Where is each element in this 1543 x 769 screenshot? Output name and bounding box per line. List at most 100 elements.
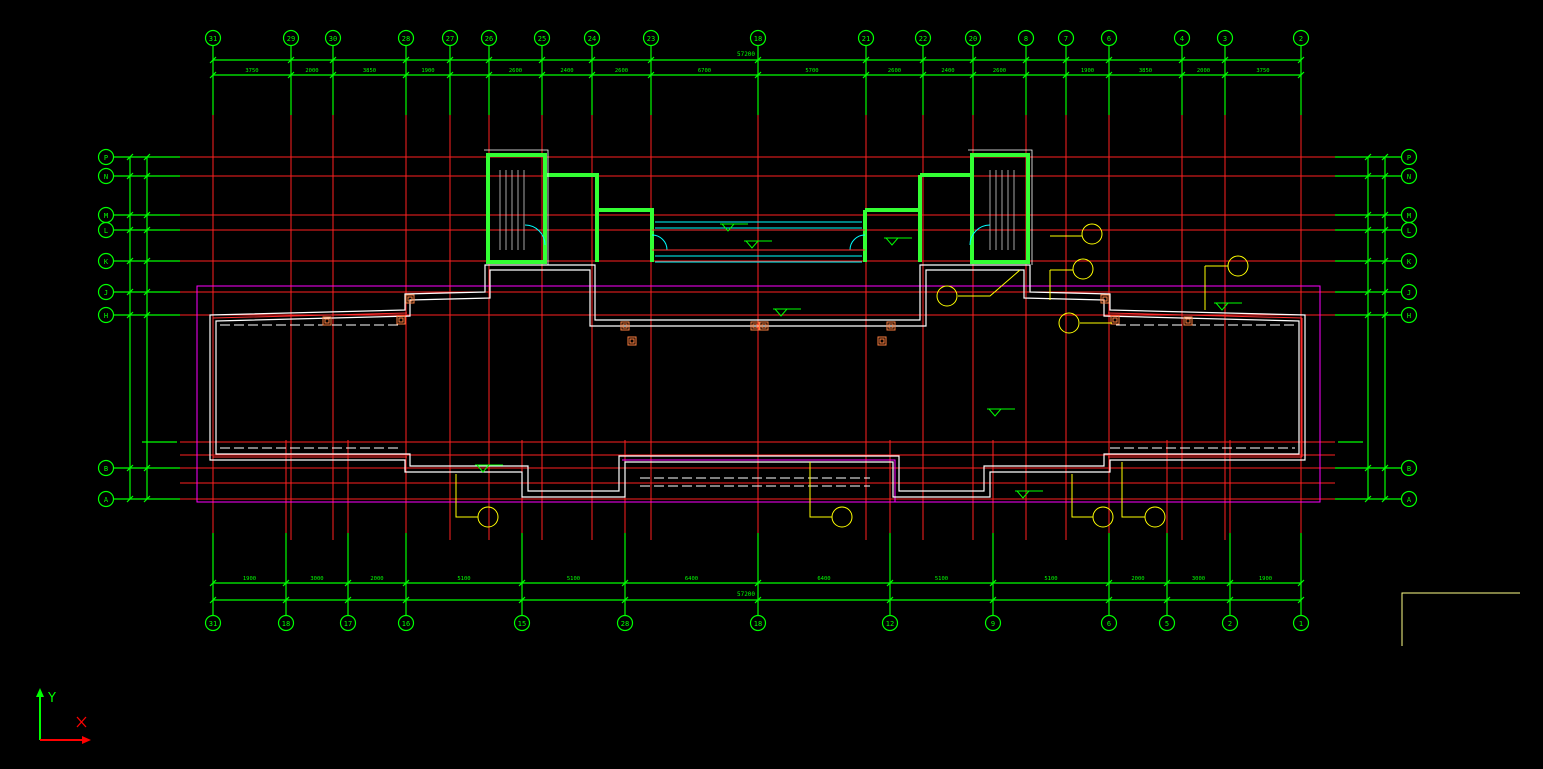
svg-text:8: 8 bbox=[1024, 35, 1028, 43]
top-dim-text: 3750 bbox=[1256, 68, 1269, 74]
axis-bubble-left: J bbox=[97, 283, 115, 301]
svg-text:18: 18 bbox=[754, 620, 762, 628]
corridor bbox=[524, 221, 991, 263]
level-markers bbox=[475, 223, 1242, 499]
svg-text:26: 26 bbox=[485, 35, 493, 43]
axis-bubble-left: K bbox=[97, 252, 115, 270]
axis-bubble-bottom: 6 bbox=[1100, 614, 1118, 632]
svg-text:21: 21 bbox=[862, 35, 870, 43]
axis-bubble-bottom: 5 bbox=[1158, 614, 1176, 632]
axis-bubble-bottom: 16 bbox=[397, 614, 415, 632]
top-dim-text: 2600 bbox=[993, 68, 1006, 74]
svg-text:17: 17 bbox=[344, 620, 352, 628]
axis-bubble-top: 28 bbox=[397, 29, 415, 47]
svg-text:P: P bbox=[1407, 154, 1411, 162]
axis-bubble-top: 8 bbox=[1017, 29, 1035, 47]
svg-text:A: A bbox=[104, 496, 109, 504]
top-dim-text: 2600 bbox=[509, 68, 522, 74]
svg-text:7: 7 bbox=[1064, 35, 1068, 43]
axis-bubble-right: L bbox=[1400, 221, 1418, 239]
top-dim-text: 2600 bbox=[615, 68, 628, 74]
stair-flights bbox=[484, 149, 1033, 265]
top-dim-text: 5700 bbox=[805, 68, 818, 74]
svg-text:B: B bbox=[1407, 465, 1411, 473]
svg-text:18: 18 bbox=[754, 35, 762, 43]
bottom-dim-text: 5100 bbox=[935, 576, 948, 582]
axis-bubble-top: 20 bbox=[964, 29, 982, 47]
bottom-dim-text: 1900 bbox=[1259, 576, 1272, 582]
axis-bubble-top: 23 bbox=[642, 29, 660, 47]
svg-text:4: 4 bbox=[1180, 35, 1184, 43]
axis-grid-lines bbox=[180, 75, 1335, 540]
svg-text:J: J bbox=[1407, 289, 1411, 297]
svg-text:N: N bbox=[104, 173, 108, 181]
axis-bubble-top: 29 bbox=[282, 29, 300, 47]
bottom-dim-text: 3000 bbox=[310, 576, 323, 582]
bottom-dim-text: 2000 bbox=[1131, 576, 1144, 582]
svg-text:L: L bbox=[104, 227, 108, 235]
top-dim-text: 3850 bbox=[1139, 68, 1152, 74]
svg-text:6: 6 bbox=[1107, 620, 1111, 628]
svg-text:16: 16 bbox=[402, 620, 410, 628]
top-dim-text: 2000 bbox=[1197, 68, 1210, 74]
axis-bubble-top: 26 bbox=[480, 29, 498, 47]
ucs-y-label: Y bbox=[47, 691, 56, 706]
svg-text:M: M bbox=[1407, 212, 1411, 220]
bottom-dim-text: 3000 bbox=[1192, 576, 1205, 582]
axis-bubble-right: B bbox=[1400, 459, 1418, 477]
svg-text:A: A bbox=[1407, 496, 1412, 504]
top-dim-text: 6700 bbox=[698, 68, 711, 74]
axis-bubble-bottom: 17 bbox=[339, 614, 357, 632]
top-dim-text: 3850 bbox=[363, 68, 376, 74]
svg-text:24: 24 bbox=[588, 35, 596, 43]
axis-bubble-top: 31 bbox=[204, 29, 222, 47]
bottom-dim-text: 5100 bbox=[567, 576, 580, 582]
svg-text:25: 25 bbox=[538, 35, 546, 43]
svg-text:9: 9 bbox=[991, 620, 995, 628]
bottom-dim-text: 2000 bbox=[370, 576, 383, 582]
svg-text:15: 15 bbox=[518, 620, 526, 628]
inner-wall-red bbox=[212, 312, 1303, 458]
svg-text:J: J bbox=[104, 289, 108, 297]
bottom-dim-text: 6400 bbox=[685, 576, 698, 582]
axis-bubble-top: 3 bbox=[1216, 29, 1234, 47]
axis-bubble-right: K bbox=[1400, 252, 1418, 270]
axis-bubble-top: 4 bbox=[1173, 29, 1191, 47]
axis-bubble-top: 25 bbox=[533, 29, 551, 47]
axis-bubble-top: 22 bbox=[914, 29, 932, 47]
axis-bubble-top: 30 bbox=[324, 29, 342, 47]
svg-text:P: P bbox=[104, 154, 108, 162]
axis-bubble-bottom: 12 bbox=[881, 614, 899, 632]
svg-text:12: 12 bbox=[886, 620, 894, 628]
axis-bubble-bottom: 28 bbox=[616, 614, 634, 632]
svg-text:27: 27 bbox=[446, 35, 454, 43]
svg-text:K: K bbox=[104, 258, 109, 266]
viewport-frame bbox=[1401, 592, 1520, 646]
axis-bubble-top: 27 bbox=[441, 29, 459, 47]
svg-text:H: H bbox=[1407, 312, 1411, 320]
axis-bubble-left: A bbox=[97, 490, 115, 508]
bottom-dim-text: 5100 bbox=[457, 576, 470, 582]
top-dim-text: 2600 bbox=[888, 68, 901, 74]
svg-text:B: B bbox=[104, 465, 108, 473]
axis-bubble-right: H bbox=[1400, 306, 1418, 324]
svg-text:2: 2 bbox=[1299, 35, 1303, 43]
axis-bubble-top: 6 bbox=[1100, 29, 1118, 47]
axis-bubble-bottom: 1 bbox=[1292, 614, 1310, 632]
axis-bubble-bottom: 18 bbox=[749, 614, 767, 632]
axis-bubble-top: 24 bbox=[583, 29, 601, 47]
axis-bubble-left: B bbox=[97, 459, 115, 477]
axis-bubble-top: 2 bbox=[1292, 29, 1310, 47]
building-walls bbox=[209, 264, 1306, 498]
top-dim-text: 2400 bbox=[560, 68, 573, 74]
window-lines bbox=[220, 324, 1295, 487]
bottom-dim-text: 6400 bbox=[817, 576, 830, 582]
svg-text:M: M bbox=[104, 212, 108, 220]
svg-text:28: 28 bbox=[402, 35, 410, 43]
svg-text:N: N bbox=[1407, 173, 1411, 181]
svg-text:23: 23 bbox=[647, 35, 655, 43]
axis-bubble-top: 21 bbox=[857, 29, 875, 47]
svg-text:K: K bbox=[1407, 258, 1412, 266]
